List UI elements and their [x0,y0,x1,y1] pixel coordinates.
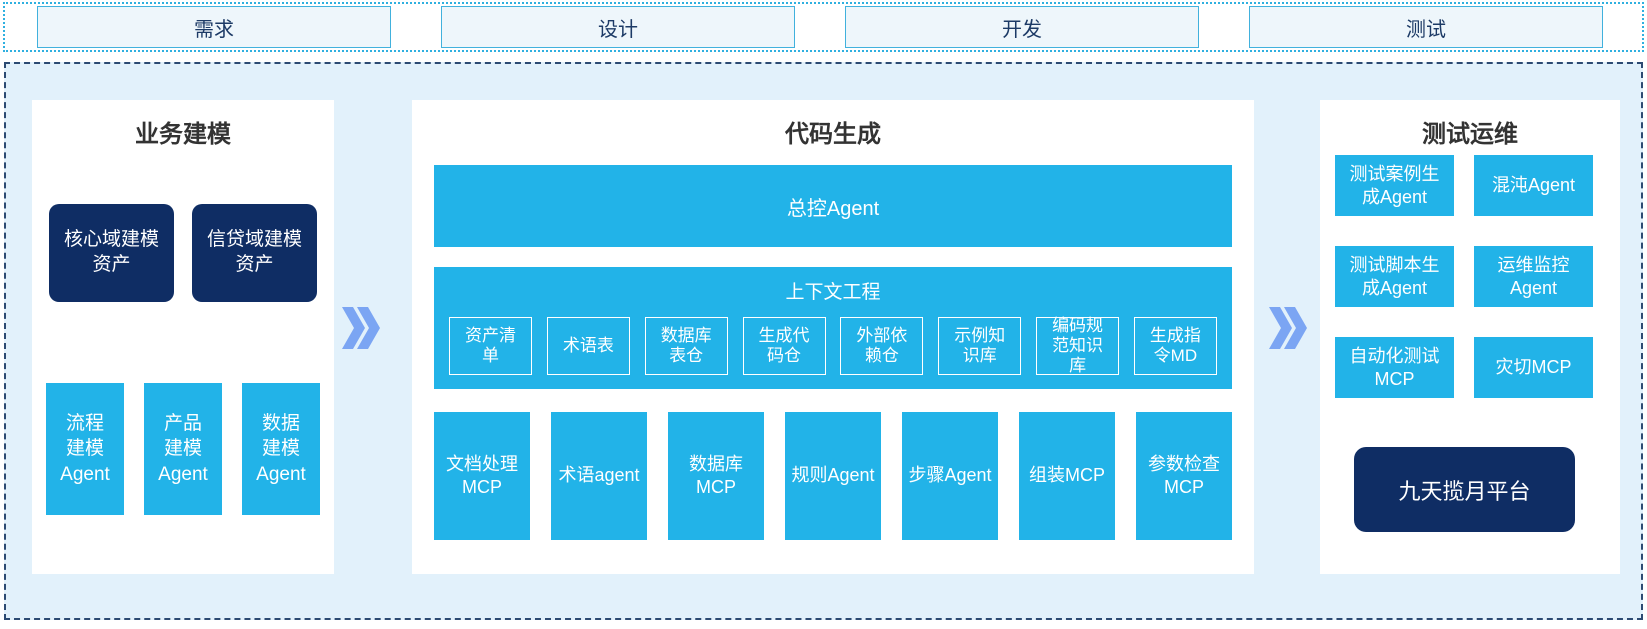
ops-monitor-agent-box: 运维监控 Agent [1474,246,1593,307]
panel-test-ops: 测试运维 测试案例生 成Agent 混沌Agent 测试脚本生 成Agent 运… [1320,100,1620,574]
disaster-switch-mcp-box: 灾切MCP [1474,337,1593,398]
test-ops-grid: 测试案例生 成Agent 混沌Agent 测试脚本生 成Agent 运维监控 A… [1335,155,1593,398]
glossary-box: 术语表 [546,317,630,375]
test-case-gen-agent-box: 测试案例生 成Agent [1335,155,1454,216]
step-agent-box: 步骤Agent [902,412,998,540]
generation-instruction-md-box: 生成指 令MD [1133,317,1217,375]
phase-box-design: 设计 [441,6,795,48]
modeling-assets-row: 核心域建模 资产 信贷域建模 资产 [32,204,334,302]
asset-list-box: 资产清 单 [449,317,532,375]
business-modeling-title: 业务建模 [135,121,231,148]
panel-code-generation: 代码生成 总控Agent 上下文工程 资产清 单 术语表 数据库 表仓 生成代 … [412,100,1254,574]
param-check-mcp-box: 参数检查 MCP [1136,412,1232,540]
double-chevron-icon [342,307,380,349]
auto-test-mcp-box: 自动化测试 MCP [1335,337,1454,398]
database-mcp-box: 数据库 MCP [668,412,764,540]
chaos-agent-box: 混沌Agent [1474,155,1593,216]
process-modeling-agent-box: 流程 建模 Agent [46,383,124,515]
context-engineering-container: 上下文工程 资产清 单 术语表 数据库 表仓 生成代 码仓 外部依 赖仓 示例知… [434,267,1232,389]
test-script-gen-agent-box: 测试脚本生 成Agent [1335,246,1454,307]
tools-row: 文档处理 MCP 术语agent 数据库 MCP 规则Agent 步骤Agent… [434,412,1232,540]
product-modeling-agent-box: 产品 建模 Agent [144,383,222,515]
phase-box-development: 开发 [845,6,1199,48]
credit-domain-assets-box: 信贷域建模 资产 [192,204,317,302]
double-chevron-icon [1269,307,1307,349]
phase-box-requirements: 需求 [37,6,391,48]
panel-business-modeling: 业务建模 核心域建模 资产 信贷域建模 资产 流程 建模 Agent 产品 建模… [32,100,334,574]
code-generation-title: 代码生成 [785,121,881,148]
glossary-agent-box: 术语agent [551,412,647,540]
doc-processing-mcp-box: 文档处理 MCP [434,412,530,540]
test-ops-title: 测试运维 [1422,121,1518,148]
phase-strip: 需求 设计 开发 测试 [3,2,1644,52]
assembly-mcp-box: 组装MCP [1019,412,1115,540]
jiutian-lanyue-platform-box: 九天揽月平台 [1354,447,1575,532]
modeling-agents-row: 流程 建模 Agent 产品 建模 Agent 数据 建模 Agent [32,383,334,515]
external-deps-repo-box: 外部依 赖仓 [840,317,924,375]
generated-code-repo-box: 生成代 码仓 [742,317,826,375]
coding-standard-kb-box: 编码规 范知识 库 [1036,316,1120,375]
context-items-row: 资产清 单 术语表 数据库 表仓 生成代 码仓 外部依 赖仓 示例知 识库 编码… [449,316,1217,375]
core-domain-assets-box: 核心域建模 资产 [49,204,174,302]
master-agent-bar: 总控Agent [434,165,1232,247]
data-modeling-agent-box: 数据 建模 Agent [242,383,320,515]
context-engineering-title: 上下文工程 [785,282,881,303]
rule-agent-box: 规则Agent [785,412,881,540]
phase-box-testing: 测试 [1249,6,1603,48]
example-knowledge-base-box: 示例知 识库 [938,317,1022,375]
db-table-repo-box: 数据库 表仓 [644,317,728,375]
main-container: 业务建模 核心域建模 资产 信贷域建模 资产 流程 建模 Agent 产品 建模… [4,62,1643,620]
